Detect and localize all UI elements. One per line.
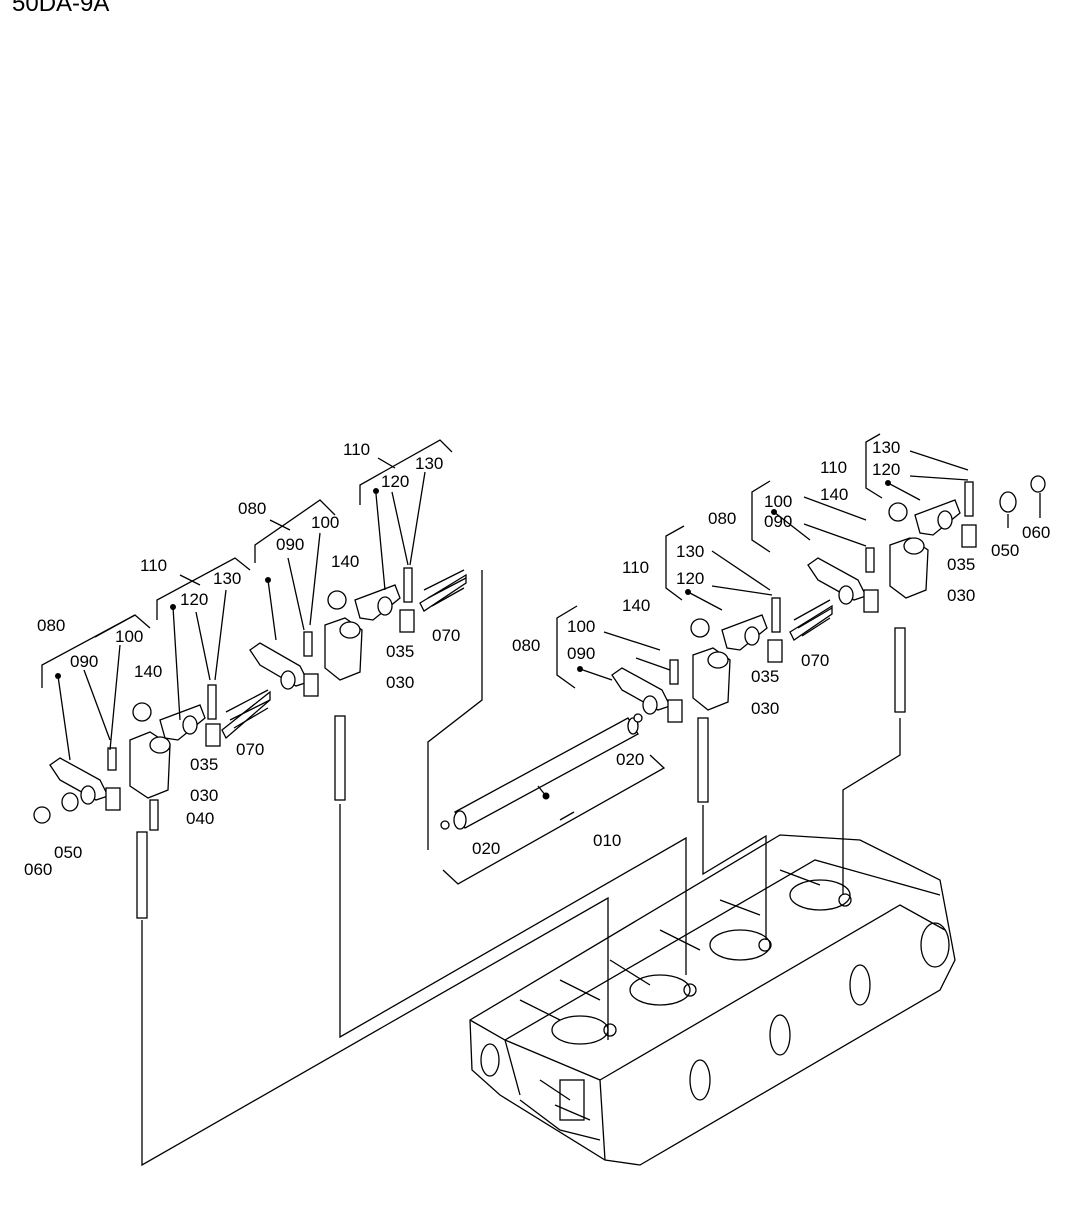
part-labels: 010 020 020 060 050 040 030 035 070 080 … — [24, 438, 1050, 879]
label-070: 070 — [801, 651, 829, 670]
label-080: 080 — [512, 636, 540, 655]
right-rocker-group-1 — [611, 597, 833, 803]
label-130: 130 — [213, 569, 241, 588]
label-080: 080 — [238, 499, 266, 518]
label-140: 140 — [820, 485, 848, 504]
label-100: 100 — [764, 492, 792, 511]
rocker-shaft — [440, 713, 666, 885]
label-120: 120 — [381, 472, 409, 491]
label-010: 010 — [593, 831, 621, 850]
item-dots — [55, 480, 891, 679]
label-130: 130 — [676, 542, 704, 561]
label-035: 035 — [751, 667, 779, 686]
label-020: 020 — [616, 750, 644, 769]
label-090: 090 — [764, 512, 792, 531]
left-rocker-group-2 — [249, 567, 467, 801]
label-030: 030 — [190, 786, 218, 805]
label-120: 120 — [872, 460, 900, 479]
label-080: 080 — [37, 616, 65, 635]
label-050: 050 — [991, 541, 1019, 560]
label-090: 090 — [70, 652, 98, 671]
label-140: 140 — [331, 552, 359, 571]
label-120: 120 — [180, 590, 208, 609]
label-020: 020 — [472, 839, 500, 858]
label-030: 030 — [386, 673, 414, 692]
label-140: 140 — [134, 662, 162, 681]
label-100: 100 — [311, 513, 339, 532]
label-110: 110 — [622, 558, 649, 577]
label-080: 080 — [708, 509, 736, 528]
label-100: 100 — [567, 617, 595, 636]
label-110: 110 — [343, 440, 370, 459]
label-030: 030 — [751, 699, 779, 718]
label-130: 130 — [872, 438, 900, 457]
label-090: 090 — [567, 644, 595, 663]
right-rocker-group-2 — [807, 475, 1046, 713]
label-040: 040 — [186, 809, 214, 828]
label-050: 050 — [54, 843, 82, 862]
left-rocker-group-1 — [33, 684, 271, 919]
diagram-title: 50DA-9A — [12, 0, 110, 17]
bracket-lines-right — [556, 433, 1041, 689]
label-110: 110 — [140, 556, 167, 575]
label-140: 140 — [622, 596, 650, 615]
bracket-lines-left — [41, 439, 453, 761]
label-090: 090 — [276, 535, 304, 554]
label-100: 100 — [115, 627, 143, 646]
label-070: 070 — [236, 740, 264, 759]
label-060: 060 — [1022, 523, 1050, 542]
assembly-leader-lines — [141, 570, 901, 1167]
label-035: 035 — [386, 642, 414, 661]
label-120: 120 — [676, 569, 704, 588]
label-060: 060 — [24, 860, 52, 879]
label-130: 130 — [415, 454, 443, 473]
label-110: 110 — [820, 458, 847, 477]
label-035: 035 — [190, 755, 218, 774]
label-030: 030 — [947, 586, 975, 605]
cylinder-head — [469, 834, 956, 1166]
label-035: 035 — [947, 555, 975, 574]
label-070: 070 — [432, 626, 460, 645]
